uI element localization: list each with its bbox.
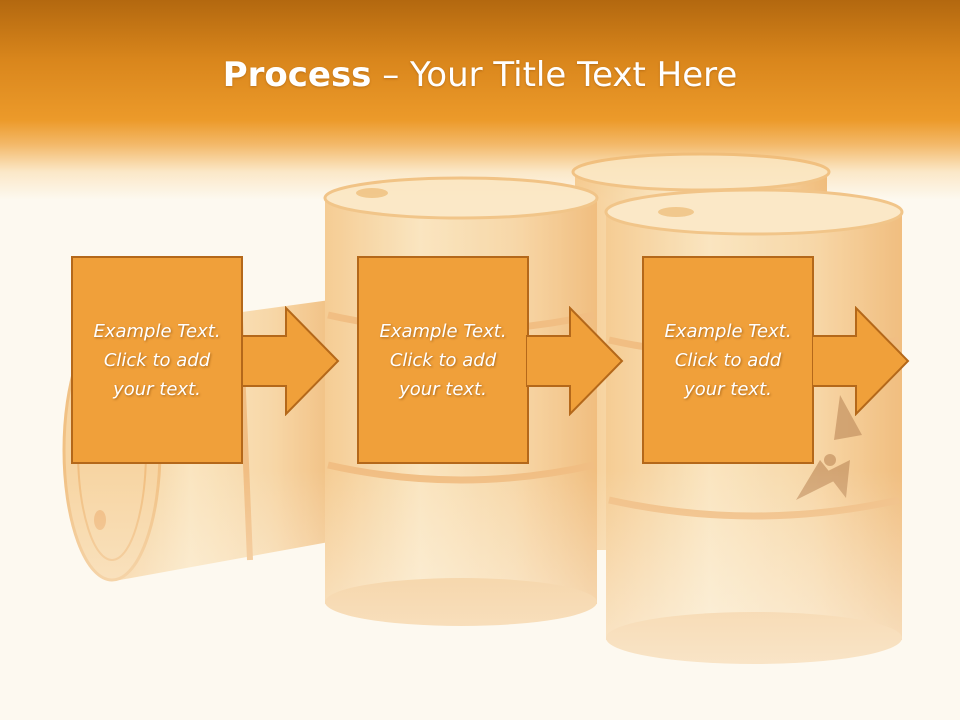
right-arrow-icon[interactable] — [812, 306, 912, 416]
process-step-3[interactable]: Example Text. Click to add your text. — [642, 256, 814, 464]
step-1-line-1: Example Text. — [93, 320, 221, 342]
step-2-line-3: your text. — [399, 378, 487, 400]
step-3-line-2: Click to add — [674, 349, 782, 371]
right-arrow-icon[interactable] — [526, 306, 626, 416]
step-2-text: Example Text. Click to add your text. — [368, 317, 518, 404]
process-step-1[interactable]: Example Text. Click to add your text. — [71, 256, 243, 464]
step-3-line-1: Example Text. — [664, 320, 792, 342]
slide-title[interactable]: Process – Your Title Text Here — [0, 52, 960, 98]
step-3-text: Example Text. Click to add your text. — [653, 317, 803, 404]
step-2-line-1: Example Text. — [379, 320, 507, 342]
process-step-2[interactable]: Example Text. Click to add your text. — [357, 256, 529, 464]
step-3-line-3: your text. — [684, 378, 772, 400]
step-2-line-2: Click to add — [389, 349, 497, 371]
step-1-line-2: Click to add — [103, 349, 211, 371]
step-1-line-3: your text. — [113, 378, 201, 400]
right-arrow-icon[interactable] — [242, 306, 342, 416]
title-rest: – Your Title Text Here — [371, 55, 738, 95]
step-1-text: Example Text. Click to add your text. — [82, 317, 232, 404]
title-bold: Process — [222, 55, 372, 95]
